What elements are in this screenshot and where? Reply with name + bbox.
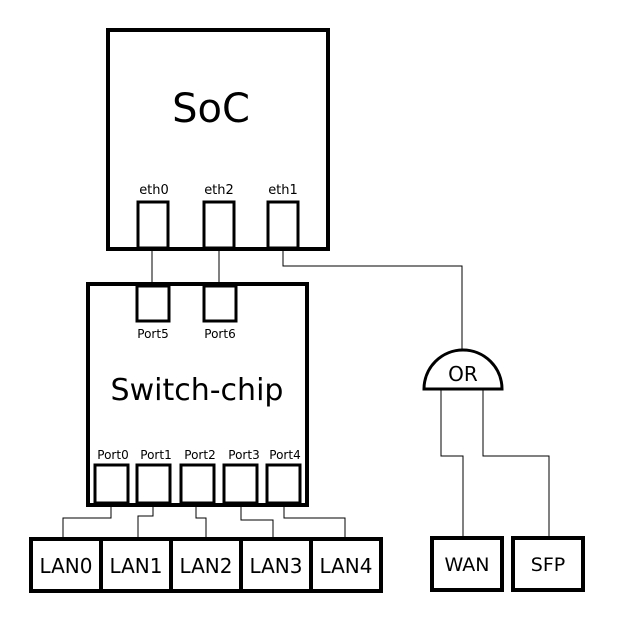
soc-block: SoC eth0 eth2 eth1 [106,28,330,251]
lan1-label: LAN1 [110,554,163,578]
port4 [265,463,302,505]
port0 [93,463,130,505]
port4-label: Port4 [269,448,300,462]
port3 [222,463,259,505]
wire-or-wan [440,389,464,537]
port6 [202,284,238,323]
or-gate: OR [422,348,504,391]
wan-label: WAN [445,554,490,576]
eth0-label: eth0 [139,183,169,198]
eth2-port [202,200,236,250]
eth1-port [266,200,300,250]
eth0-port [136,200,170,250]
lan2-box [169,537,243,593]
wan-box [430,536,504,592]
lan0-box [29,537,103,593]
lan-boxes: LAN0 LAN1 LAN2 LAN3 LAN4 [29,537,383,593]
port1-label: Port1 [140,448,171,462]
wire-port1-lan1 [137,505,154,538]
wire-or-sfp [482,389,550,537]
port3-label: Port3 [228,448,259,462]
lan3-box [239,537,313,593]
port2-label: Port2 [184,448,215,462]
or-gate-label: OR [448,362,478,386]
wire-port4-lan4 [283,505,346,538]
port5 [135,284,171,323]
wire-port2-lan2 [195,505,207,538]
or-gate-shape [422,348,504,391]
soc-label: SoC [172,86,250,132]
lan3-label: LAN3 [250,554,303,578]
lan0-label: LAN0 [40,554,93,578]
port1 [135,463,172,505]
eth1-label: eth1 [268,183,298,198]
port6-label: Port6 [204,327,235,341]
wire-port0-lan0 [62,505,112,538]
port5-label: Port5 [137,327,168,341]
lan4-label: LAN4 [320,554,373,578]
port2 [179,463,216,505]
lan2-label: LAN2 [180,554,233,578]
switch-chip-label: Switch-chip [111,373,284,408]
sfp-box [511,536,585,592]
port0-label: Port0 [97,448,128,462]
eth2-label: eth2 [204,183,234,198]
uplink-boxes: WAN SFP [430,536,585,592]
switch-chip-block: Port5 Port6 Switch-chip Port0 Port1 Port… [86,282,309,507]
lan4-box [309,537,383,593]
wire-port3-lan3 [240,505,274,538]
connection-wires [62,248,550,538]
sfp-label: SFP [531,554,565,576]
wire-eth1-or [282,248,463,349]
